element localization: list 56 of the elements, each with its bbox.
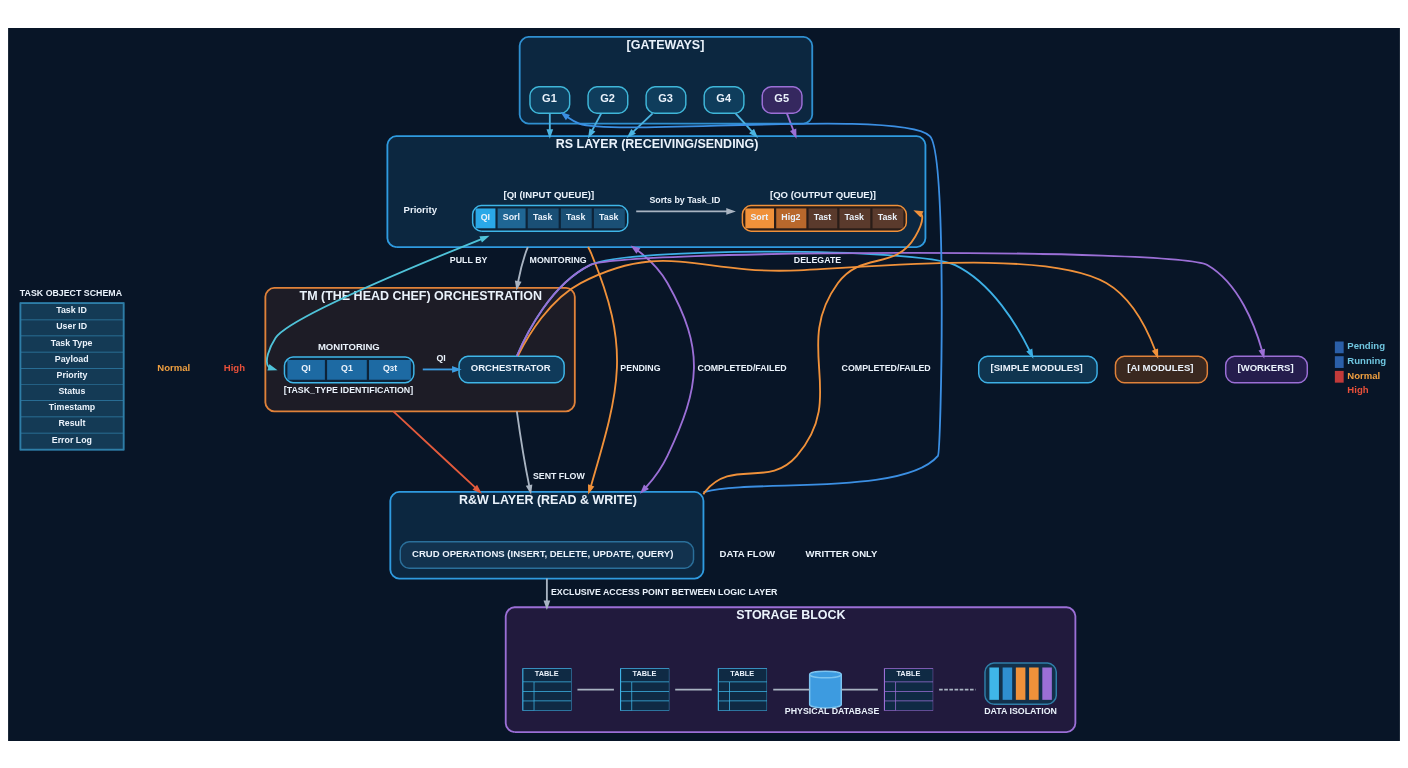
connector [674,688,713,690]
node-label: PHYSICAL DATABASE [784,705,880,716]
node-box: [SIMPLE MODULES] [978,354,1098,383]
arrow [515,409,533,495]
node-box: G3 [645,85,687,114]
node-label: MONITORING [317,340,380,352]
edge-label: PENDING [620,362,661,373]
node-label: TASK OBJECT SCHEMA [19,287,123,298]
arrow [734,111,758,138]
legend-label: Normal [1347,369,1381,381]
node-box: G5 [761,85,803,114]
edge-label: EXCLUSIVE ACCESS POINT BETWEEN LOGIC LAYER [550,586,778,597]
edge-label: MONITORING [529,254,587,265]
arrow [630,244,695,494]
node-box: G1 [529,85,571,114]
arrow [786,111,797,139]
edge-label: COMPLETED/FAILED [841,362,931,373]
arrow [546,111,554,139]
arrow [265,235,490,370]
arrow [587,245,618,494]
label: Normal [157,361,191,373]
edge-label: PULL BY [449,254,488,265]
arrow [516,259,1159,359]
node-box: ORCHESTRATOR [458,354,565,383]
arrow [392,409,482,494]
label: Priority [403,203,437,215]
node-box: [WORKERS] [1224,354,1309,383]
arrow [514,245,529,291]
node-box: [AI MODULES] [1114,354,1209,383]
legend-label: Pending [1347,339,1386,351]
edge-label: QI [436,352,446,363]
arrow [543,577,551,610]
legend-label: High [1347,383,1369,395]
edge-label: Sorts by Task_ID [649,194,721,205]
connector [576,688,615,690]
node-box: G2 [587,85,629,114]
connector [772,688,811,690]
label: High [223,361,246,373]
node-label: DATA ISOLATION [984,705,1057,716]
node-label: [QO (OUTPUT QUEUE)] [769,188,877,200]
node-label: [TASK_TYPE IDENTIFICATION] [283,384,414,395]
arrow [587,111,603,138]
node-box: G4 [703,85,745,114]
label: WRITTER ONLY [805,547,878,559]
arrow [626,111,654,138]
edge-label: COMPLETED/FAILED [697,362,787,373]
label: DATA FLOW [719,547,776,559]
legend-label: Running [1347,354,1387,366]
edge-label: SENT FLOW [532,470,585,481]
edge-label: DELEGATE [793,254,842,265]
connector [840,688,879,690]
arrow [635,207,736,215]
node-label: [QI (INPUT QUEUE)] [503,188,595,200]
node-box: CRUD OPERATIONS (INSERT, DELETE, UPDATE, QUERY) [399,540,695,569]
connector [938,688,977,690]
arrow [421,365,462,373]
